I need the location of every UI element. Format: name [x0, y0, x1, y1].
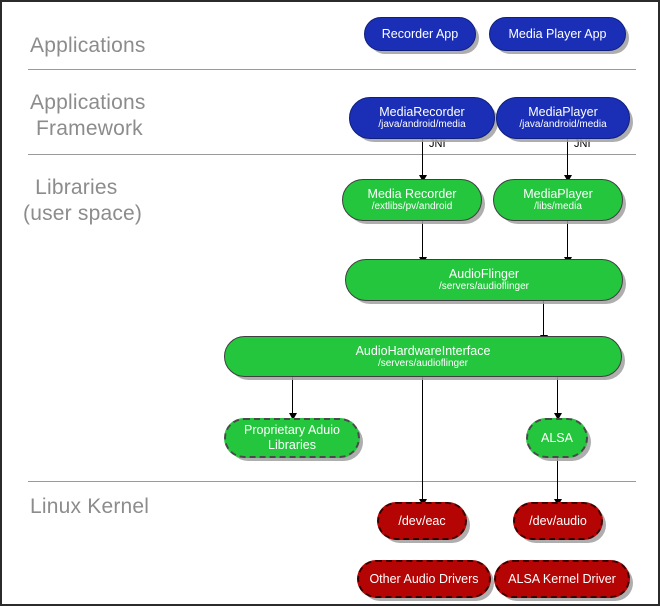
connector-alsa-to-dev-audio [557, 458, 558, 501]
node-dev-eac-title: /dev/eac [398, 514, 446, 528]
node-audioflinger-path: /servers/audioflinger [438, 281, 530, 292]
node-alsa[interactable]: ALSA [526, 418, 588, 458]
arrow-ahi-to-alsa [554, 413, 562, 420]
layer-label-linux-kernel: Linux Kernel [30, 495, 150, 518]
node-media-recorder-library-title: Media Recorder [367, 187, 457, 201]
connector-mediarecorder-lib-to-audioflinger [422, 221, 423, 259]
connector-ahi-to-proprietary-audio-libs [292, 377, 293, 415]
edge-label-jni-right: JNI [574, 138, 591, 150]
node-mediaplayer-framework[interactable]: MediaPlayer /java/android/media [496, 97, 630, 139]
node-media-recorder-library-path: /extlibs/pv/android [371, 201, 453, 212]
node-alsa-title: ALSA [541, 431, 573, 445]
node-dev-audio-title: /dev/audio [529, 514, 587, 528]
node-mediarecorder-framework[interactable]: MediaRecorder /java/android/media [349, 97, 495, 139]
node-alsa-kernel-driver[interactable]: ALSA Kernel Driver [494, 560, 630, 598]
node-proprietary-audio-libraries-title: Proprietary Aduio [244, 423, 340, 437]
node-audioflinger-title: AudioFlinger [448, 267, 520, 281]
node-mediaplayer-framework-path: /java/android/media [519, 119, 607, 130]
node-mediaplayer-library-title: MediaPlayer [523, 187, 593, 201]
node-other-audio-drivers[interactable]: Other Audio Drivers [357, 560, 491, 598]
node-media-recorder-library[interactable]: Media Recorder /extlibs/pv/android [342, 179, 482, 221]
connector-ahi-to-alsa [557, 377, 558, 415]
arrow-ahi-to-proprietary-audio-libs [289, 413, 297, 420]
node-other-audio-drivers-title: Other Audio Drivers [369, 572, 479, 586]
connector-ahi-to-dev-eac [422, 377, 423, 501]
node-proprietary-audio-libraries[interactable]: Proprietary Aduio Libraries [224, 418, 360, 458]
node-alsa-kernel-driver-title: ALSA Kernel Driver [508, 572, 616, 586]
node-mediarecorder-framework-title: MediaRecorder [379, 105, 465, 119]
connector-audioflinger-to-audiohardwareinterface [543, 301, 544, 337]
node-audiohardwareinterface-path: /servers/audioflinger [377, 357, 469, 369]
layer-label-libraries: Libraries (user space) [23, 176, 143, 225]
node-dev-audio[interactable]: /dev/audio [513, 502, 603, 540]
node-recorder-app-title: Recorder App [381, 27, 459, 41]
divider-applications [28, 69, 636, 70]
node-audiohardwareinterface[interactable]: AudioHardwareInterface /servers/audiofli… [224, 336, 622, 377]
edge-label-jni-left: JNI [429, 138, 446, 150]
node-mediaplayer-library[interactable]: MediaPlayer /libs/media [493, 179, 623, 221]
node-audioflinger[interactable]: AudioFlinger /servers/audioflinger [345, 259, 623, 301]
node-proprietary-audio-libraries-title-line2: Libraries [268, 438, 316, 452]
connector-mediarecorder-fw-to-lib [422, 139, 423, 177]
node-media-player-app-title: Media Player App [508, 27, 607, 41]
node-media-player-app[interactable]: Media Player App [489, 17, 626, 51]
layer-label-applications-framework: Applications Framework [30, 91, 146, 140]
node-mediaplayer-library-path: /libs/media [534, 201, 582, 212]
node-recorder-app[interactable]: Recorder App [364, 17, 476, 51]
divider-applications-framework [28, 154, 636, 155]
node-dev-eac[interactable]: /dev/eac [377, 502, 467, 540]
node-mediarecorder-framework-path: /java/android/media [378, 119, 466, 130]
node-audiohardwareinterface-title: AudioHardwareInterface [355, 343, 491, 358]
node-mediaplayer-framework-title: MediaPlayer [528, 105, 598, 119]
connector-mediaplayer-lib-to-audioflinger [567, 221, 568, 259]
layer-label-applications: Applications [30, 34, 146, 57]
connector-mediaplayer-fw-to-lib [567, 139, 568, 177]
divider-libraries [28, 481, 636, 482]
